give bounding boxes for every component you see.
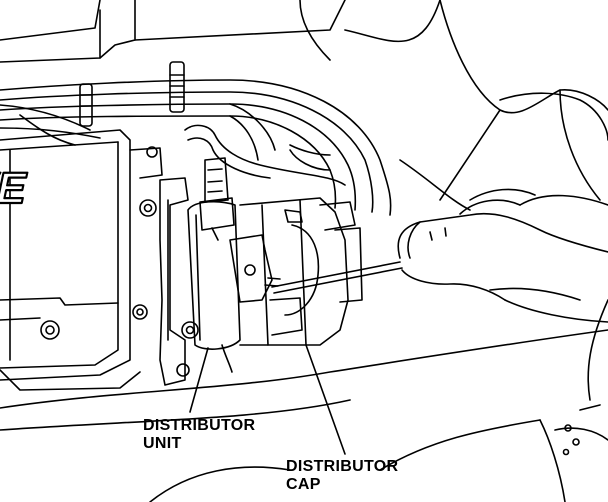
spark-plug-wires [0, 61, 392, 216]
callout-leader-lines [189, 344, 346, 455]
distributor-unit [159, 157, 281, 386]
distributor-cap-label: DISTRIBUTOR CAP [286, 458, 398, 494]
distributor-cap [239, 197, 363, 346]
distributor-unit-label-line1: DISTRIBUTOR [143, 417, 256, 434]
leader-distributor-unit [189, 347, 209, 413]
engine-cover-lettering: VE [0, 164, 32, 212]
distributor-cap-label-line1: DISTRIBUTOR [286, 458, 399, 475]
distributor-unit-label-line2: UNIT [143, 435, 182, 452]
engine-block [0, 129, 163, 391]
distributor-unit-label: DISTRIBUTOR UNIT [143, 417, 255, 453]
leader-distributor-cap [305, 344, 346, 455]
distributor-cap-label-line2: CAP [286, 476, 321, 493]
screwdriver-and-hand [271, 92, 608, 323]
